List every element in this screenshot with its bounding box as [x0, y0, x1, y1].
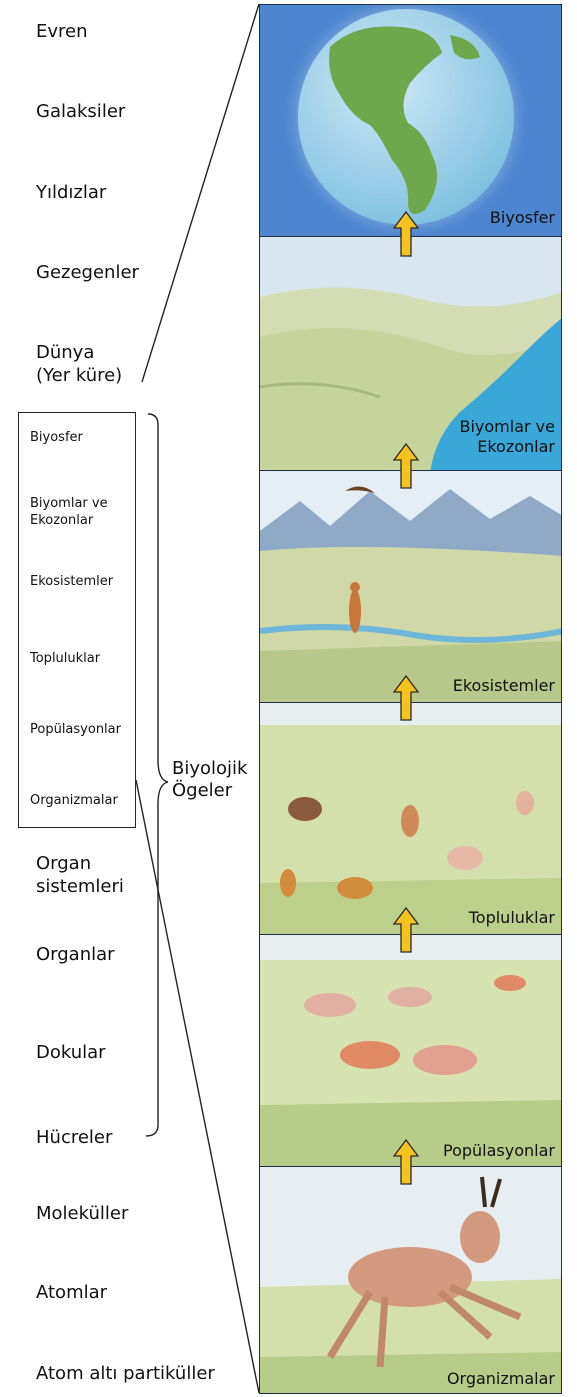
panel-organizmalar: Organizmalar — [259, 1166, 562, 1394]
panel-label-biyomlar: Biyomlar ve Ekozonlar — [460, 417, 556, 457]
level-organlar: Organlar — [36, 943, 115, 966]
box-item-ekosistemler: Ekosistemler — [30, 573, 113, 590]
panel-label-ekosistemler: Ekosistemler — [453, 676, 555, 696]
up-arrow-icon — [392, 442, 420, 490]
panel-label-topluluklar: Topluluklar — [469, 908, 555, 928]
level-atomlar: Atomlar — [36, 1281, 107, 1304]
level-hucreler: Hücreler — [36, 1126, 112, 1149]
panel-ekosistemler: Ekosistemler — [259, 470, 562, 704]
level-atom-alti: Atom altı partiküller — [36, 1362, 215, 1385]
panel-label-populasyonlar: Popülasyonlar — [443, 1141, 555, 1161]
level-dunya: Dünya (Yer küre) — [36, 341, 122, 387]
panel-label-organizmalar: Organizmalar — [447, 1369, 555, 1389]
box-item-populasyonlar: Popülasyonlar — [30, 721, 121, 738]
panel-topluluklar: Topluluklar — [259, 702, 562, 936]
level-gezegenler: Gezegenler — [36, 261, 139, 284]
box-item-organizmalar: Organizmalar — [30, 792, 118, 809]
level-galaksiler: Galaksiler — [36, 100, 125, 123]
level-dokular: Dokular — [36, 1041, 106, 1064]
panel-label-biyosfer: Biyosfer — [490, 208, 555, 228]
ecosystem-illustration — [260, 471, 562, 704]
up-arrow-icon — [392, 1138, 420, 1186]
box-item-biyosfer: Biyosfer — [30, 429, 83, 446]
level-organ-sistemleri: Organ sistemleri — [36, 852, 124, 898]
community-illustration — [260, 703, 562, 936]
box-item-biyomlar: Biyomlar ve Ekozonlar — [30, 495, 108, 529]
up-arrow-icon — [392, 906, 420, 954]
up-arrow-icon — [392, 210, 420, 258]
population-illustration — [260, 935, 562, 1168]
panel-biyosfer: Biyosfer — [259, 4, 562, 238]
level-molekuller: Moleküller — [36, 1202, 128, 1225]
panel-populasyonlar: Popülasyonlar — [259, 934, 562, 1168]
box-item-topluluklar: Topluluklar — [30, 650, 100, 667]
biological-elements-label: Biyolojik Ögeler — [172, 758, 247, 802]
up-arrow-icon — [392, 674, 420, 722]
globe-illustration — [260, 5, 562, 238]
organism-illustration — [260, 1167, 562, 1394]
level-yildizlar: Yıldızlar — [36, 181, 106, 204]
level-evren: Evren — [36, 20, 88, 43]
curly-bracket — [146, 414, 168, 1136]
biological-levels-box — [18, 412, 136, 828]
panel-biyomlar: Biyomlar ve Ekozonlar — [259, 236, 562, 472]
